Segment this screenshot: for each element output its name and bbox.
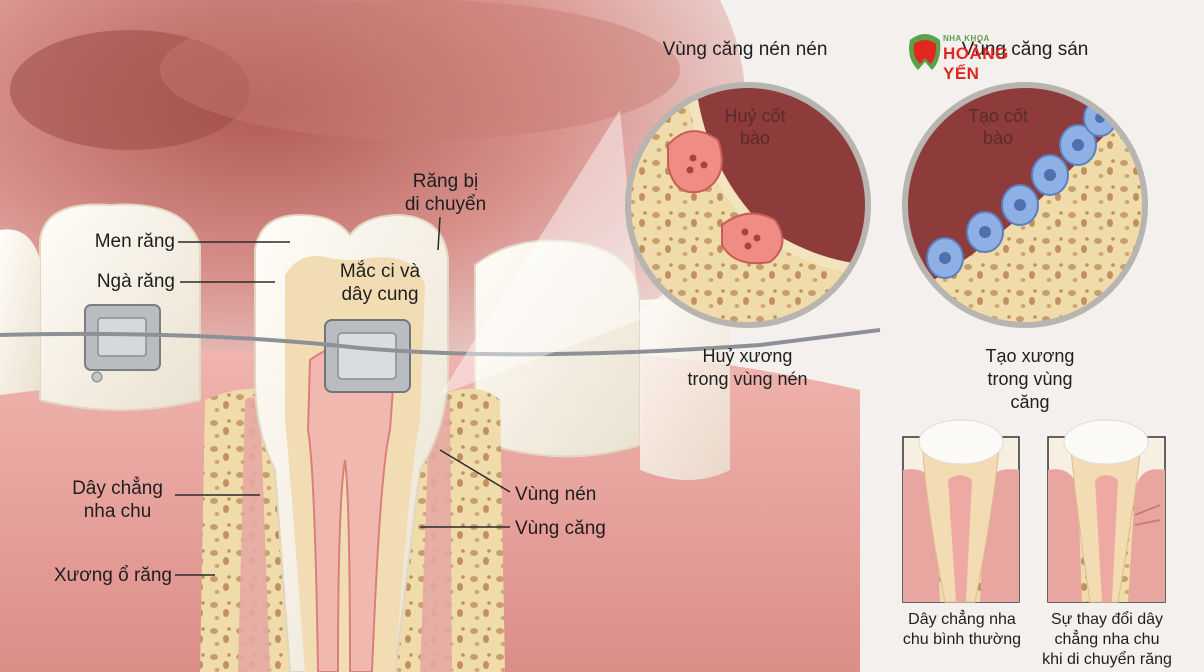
label-bracket-line1: Mắc ci và <box>339 261 421 282</box>
caption-formation-line1: Tạo xương <box>985 346 1075 366</box>
label-periodontal-ligament: Dây chẳng nha chu <box>60 477 175 523</box>
brand-logo: NHA KHOA HOÀNG YẾN <box>903 32 1013 83</box>
label-enamel: Men răng <box>94 231 175 252</box>
caption-ligament-change: Sự thay đổi dây chẳng nha chu khi di chu… <box>1036 610 1178 670</box>
caption-formation-line2: trong vùng <box>987 369 1073 389</box>
label-osteoblast: Tạo cốt bào <box>958 105 1038 149</box>
caption-formation-line3: căng <box>1010 392 1050 412</box>
compression-zone-header: Vùng căng nén nén <box>662 39 828 60</box>
caption-resorption-line2: trong vùng nén <box>687 369 808 389</box>
caption-changed-line2: chẳng nha chu <box>1054 631 1160 648</box>
caption-bone-formation: Tạo xương trong vùng căng <box>960 345 1100 414</box>
caption-normal-ligament: Dây chẳng nha chu bình thường <box>893 610 1031 650</box>
label-tension-zone: Vùng căng <box>515 518 606 539</box>
label-ligament-line1: Dây chẳng <box>72 478 163 499</box>
label-ligament-line2: nha chu <box>83 501 152 522</box>
caption-normal-line1: Dây chẳng nha <box>908 611 1016 628</box>
label-osteoclast: Huỷ cốt bào <box>715 105 795 149</box>
caption-resorption-line1: Huỷ xương <box>702 346 793 366</box>
label-alveolar-bone: Xương ổ răng <box>53 565 172 586</box>
caption-bone-resorption: Huỷ xương trong vùng nén <box>660 345 835 391</box>
label-compression-zone: Vùng nén <box>515 484 597 505</box>
label-bracket-wire: Mắc ci và dây cung <box>325 260 435 306</box>
label-tooth-moved: Răng bị di chuyển <box>388 170 503 216</box>
label-osteoclast-line1: Huỷ cốt <box>724 106 786 126</box>
tension-zone-header: Vùng căng sán <box>961 39 1089 60</box>
caption-changed-line3: khi di chuyển răng <box>1042 651 1172 668</box>
caption-changed-line1: Sự thay đổi dây <box>1050 611 1164 628</box>
label-osteoblast-line2: bào <box>982 128 1014 148</box>
caption-normal-line2: chu bình thường <box>902 631 1022 648</box>
label-tooth-moved-line2: di chuyển <box>404 194 487 215</box>
brand-name: HOÀNG YẾN <box>943 44 1009 83</box>
brand-tagline: NHA KHOA <box>943 34 990 43</box>
label-osteoblast-line1: Tạo cốt <box>967 106 1029 126</box>
label-osteoclast-line2: bào <box>739 128 771 148</box>
label-bracket-line2: dây cung <box>341 284 419 305</box>
label-dentin: Ngà răng <box>96 271 175 292</box>
label-tooth-moved-line1: Răng bị <box>412 171 479 192</box>
